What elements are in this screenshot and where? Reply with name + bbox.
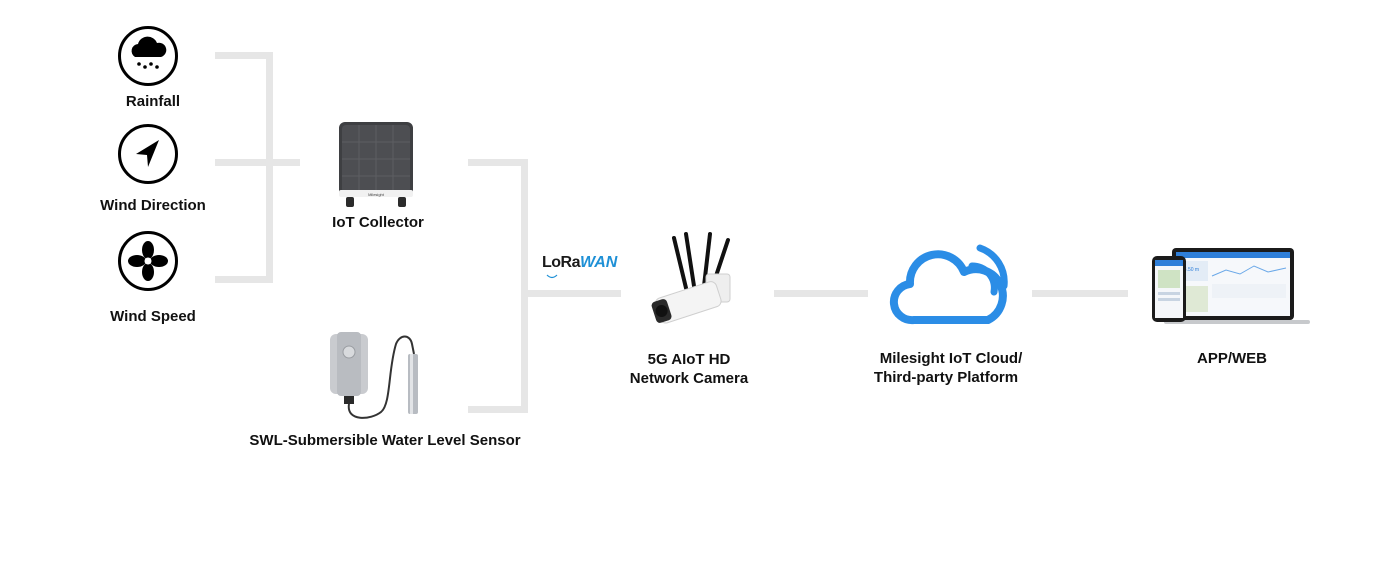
iot-collector-device: Milesight	[336, 120, 416, 210]
connector-collector-top	[468, 159, 528, 166]
wind-speed-icon-circle	[118, 231, 178, 291]
cloud-label-line1: Milesight IoT Cloud/	[879, 350, 1023, 367]
connector-sensor-bracket	[266, 52, 273, 283]
water-level-sensor-device	[326, 330, 436, 422]
rainfall-icon-circle	[118, 26, 178, 86]
water-sensor-label: SWL-Submersible Water Level Sensor	[249, 432, 521, 449]
app-screen-value: 13.50 m	[1181, 267, 1199, 273]
connector-wind-speed	[215, 276, 273, 283]
connector-rainfall	[215, 52, 273, 59]
fan-icon	[128, 241, 168, 281]
camera-label-line2: Network Camera	[629, 370, 749, 387]
signal-waves-icon	[546, 274, 558, 279]
connector-sensor-bottom	[468, 406, 528, 413]
connector-bracket-right	[521, 159, 528, 413]
camera-device	[646, 230, 738, 334]
wind-speed-label: Wind Speed	[110, 308, 196, 325]
rainfall-label: Rainfall	[125, 93, 181, 110]
connector-camera-cloud	[774, 290, 868, 297]
navigation-arrow-icon	[136, 140, 159, 167]
connector-cloud-app	[1032, 290, 1128, 297]
rain-cloud-icon	[131, 36, 167, 69]
app-web-label: APP/WEB	[1196, 350, 1267, 367]
lorawan-lora-text: LoRa	[542, 254, 581, 271]
connector-to-camera	[521, 290, 621, 297]
app-web-devices: 13.50 m	[1150, 246, 1310, 326]
iot-collector-label: IoT Collector	[332, 214, 424, 231]
cloud-icon	[888, 240, 1012, 328]
collector-brand-text: Milesight	[368, 192, 385, 197]
lorawan-logo: LoRaWAN	[542, 254, 632, 282]
wind-direction-icon-circle	[118, 124, 178, 184]
wind-direction-label: Wind Direction	[100, 197, 206, 214]
camera-label-line1: 5G AIoT HD	[647, 351, 731, 368]
lorawan-wan-text: WAN	[580, 254, 618, 271]
cloud-label-line2: Third-party Platform	[873, 369, 1019, 386]
connector-wind-direction	[215, 159, 300, 166]
